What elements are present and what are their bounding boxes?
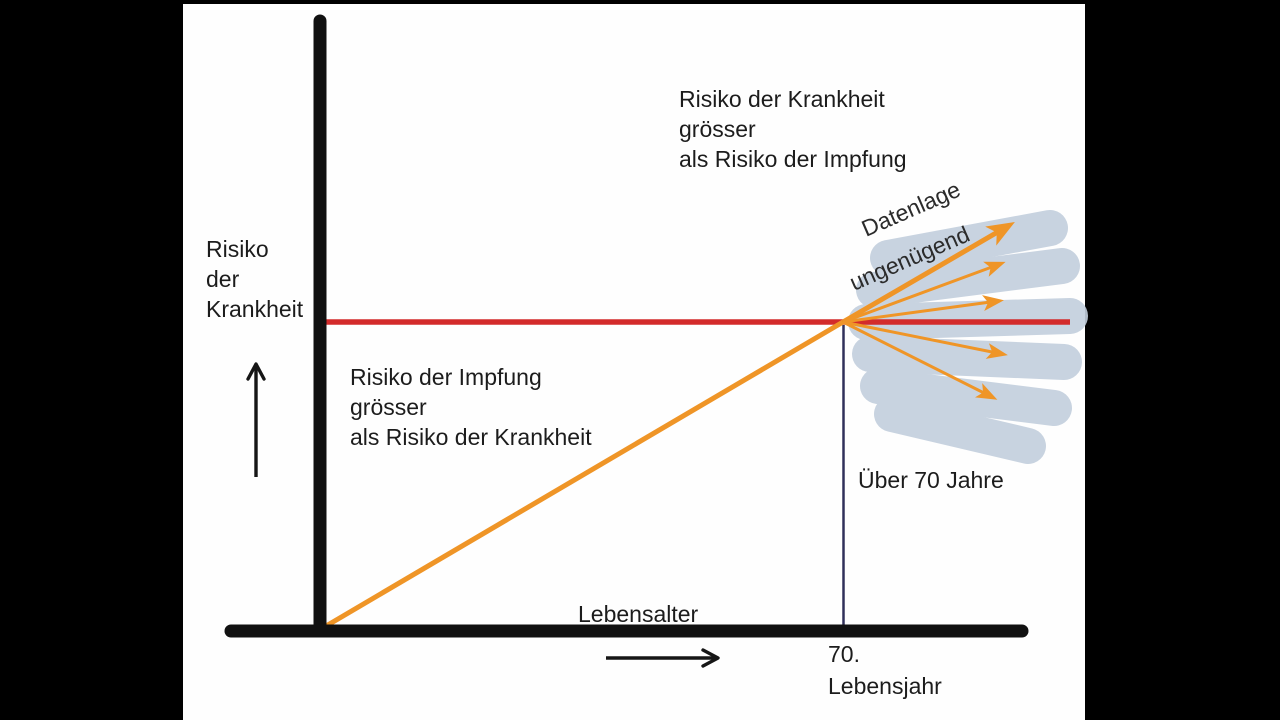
over-70-label: Über 70 Jahre [858, 467, 1004, 493]
age-70-label-line2: Lebensjahr [828, 673, 942, 699]
region-disease-line2: grösser [679, 116, 756, 142]
fan-arrow-4 [842, 320, 1008, 359]
fan-arrow-3 [842, 295, 1004, 324]
region-disease-line3: als Risiko der Impfung [679, 146, 907, 172]
y-axis-label-line2: der [206, 266, 240, 292]
y-axis-label-line1: Risiko [206, 236, 269, 262]
region-vaccine-line3: als Risiko der Krankheit [350, 424, 592, 450]
region-disease-greater-label: Risiko der Krankheit grösser als Risiko … [679, 86, 907, 172]
region-vaccine-greater-label: Risiko der Impfung grösser als Risiko de… [350, 364, 592, 450]
fan-arrow-5 [842, 320, 998, 400]
y-axis-label-line3: Krankheit [206, 296, 304, 322]
y-axis-label: Risiko der Krankheit [206, 236, 304, 322]
x-axis-label: Lebensalter [578, 601, 699, 627]
uncertainty-fan-arrows [841, 221, 1015, 400]
vaccine-risk-line [319, 319, 845, 632]
fan-arrow-1 [841, 221, 1015, 325]
region-disease-line1: Risiko der Krankheit [679, 86, 885, 112]
fan-arrow-2 [842, 261, 1006, 324]
region-vaccine-line1: Risiko der Impfung [350, 364, 542, 390]
age-70-label: 70. Lebensjahr [828, 641, 942, 699]
region-vaccine-line2: grösser [350, 394, 427, 420]
age-70-label-line1: 70. [828, 641, 860, 667]
